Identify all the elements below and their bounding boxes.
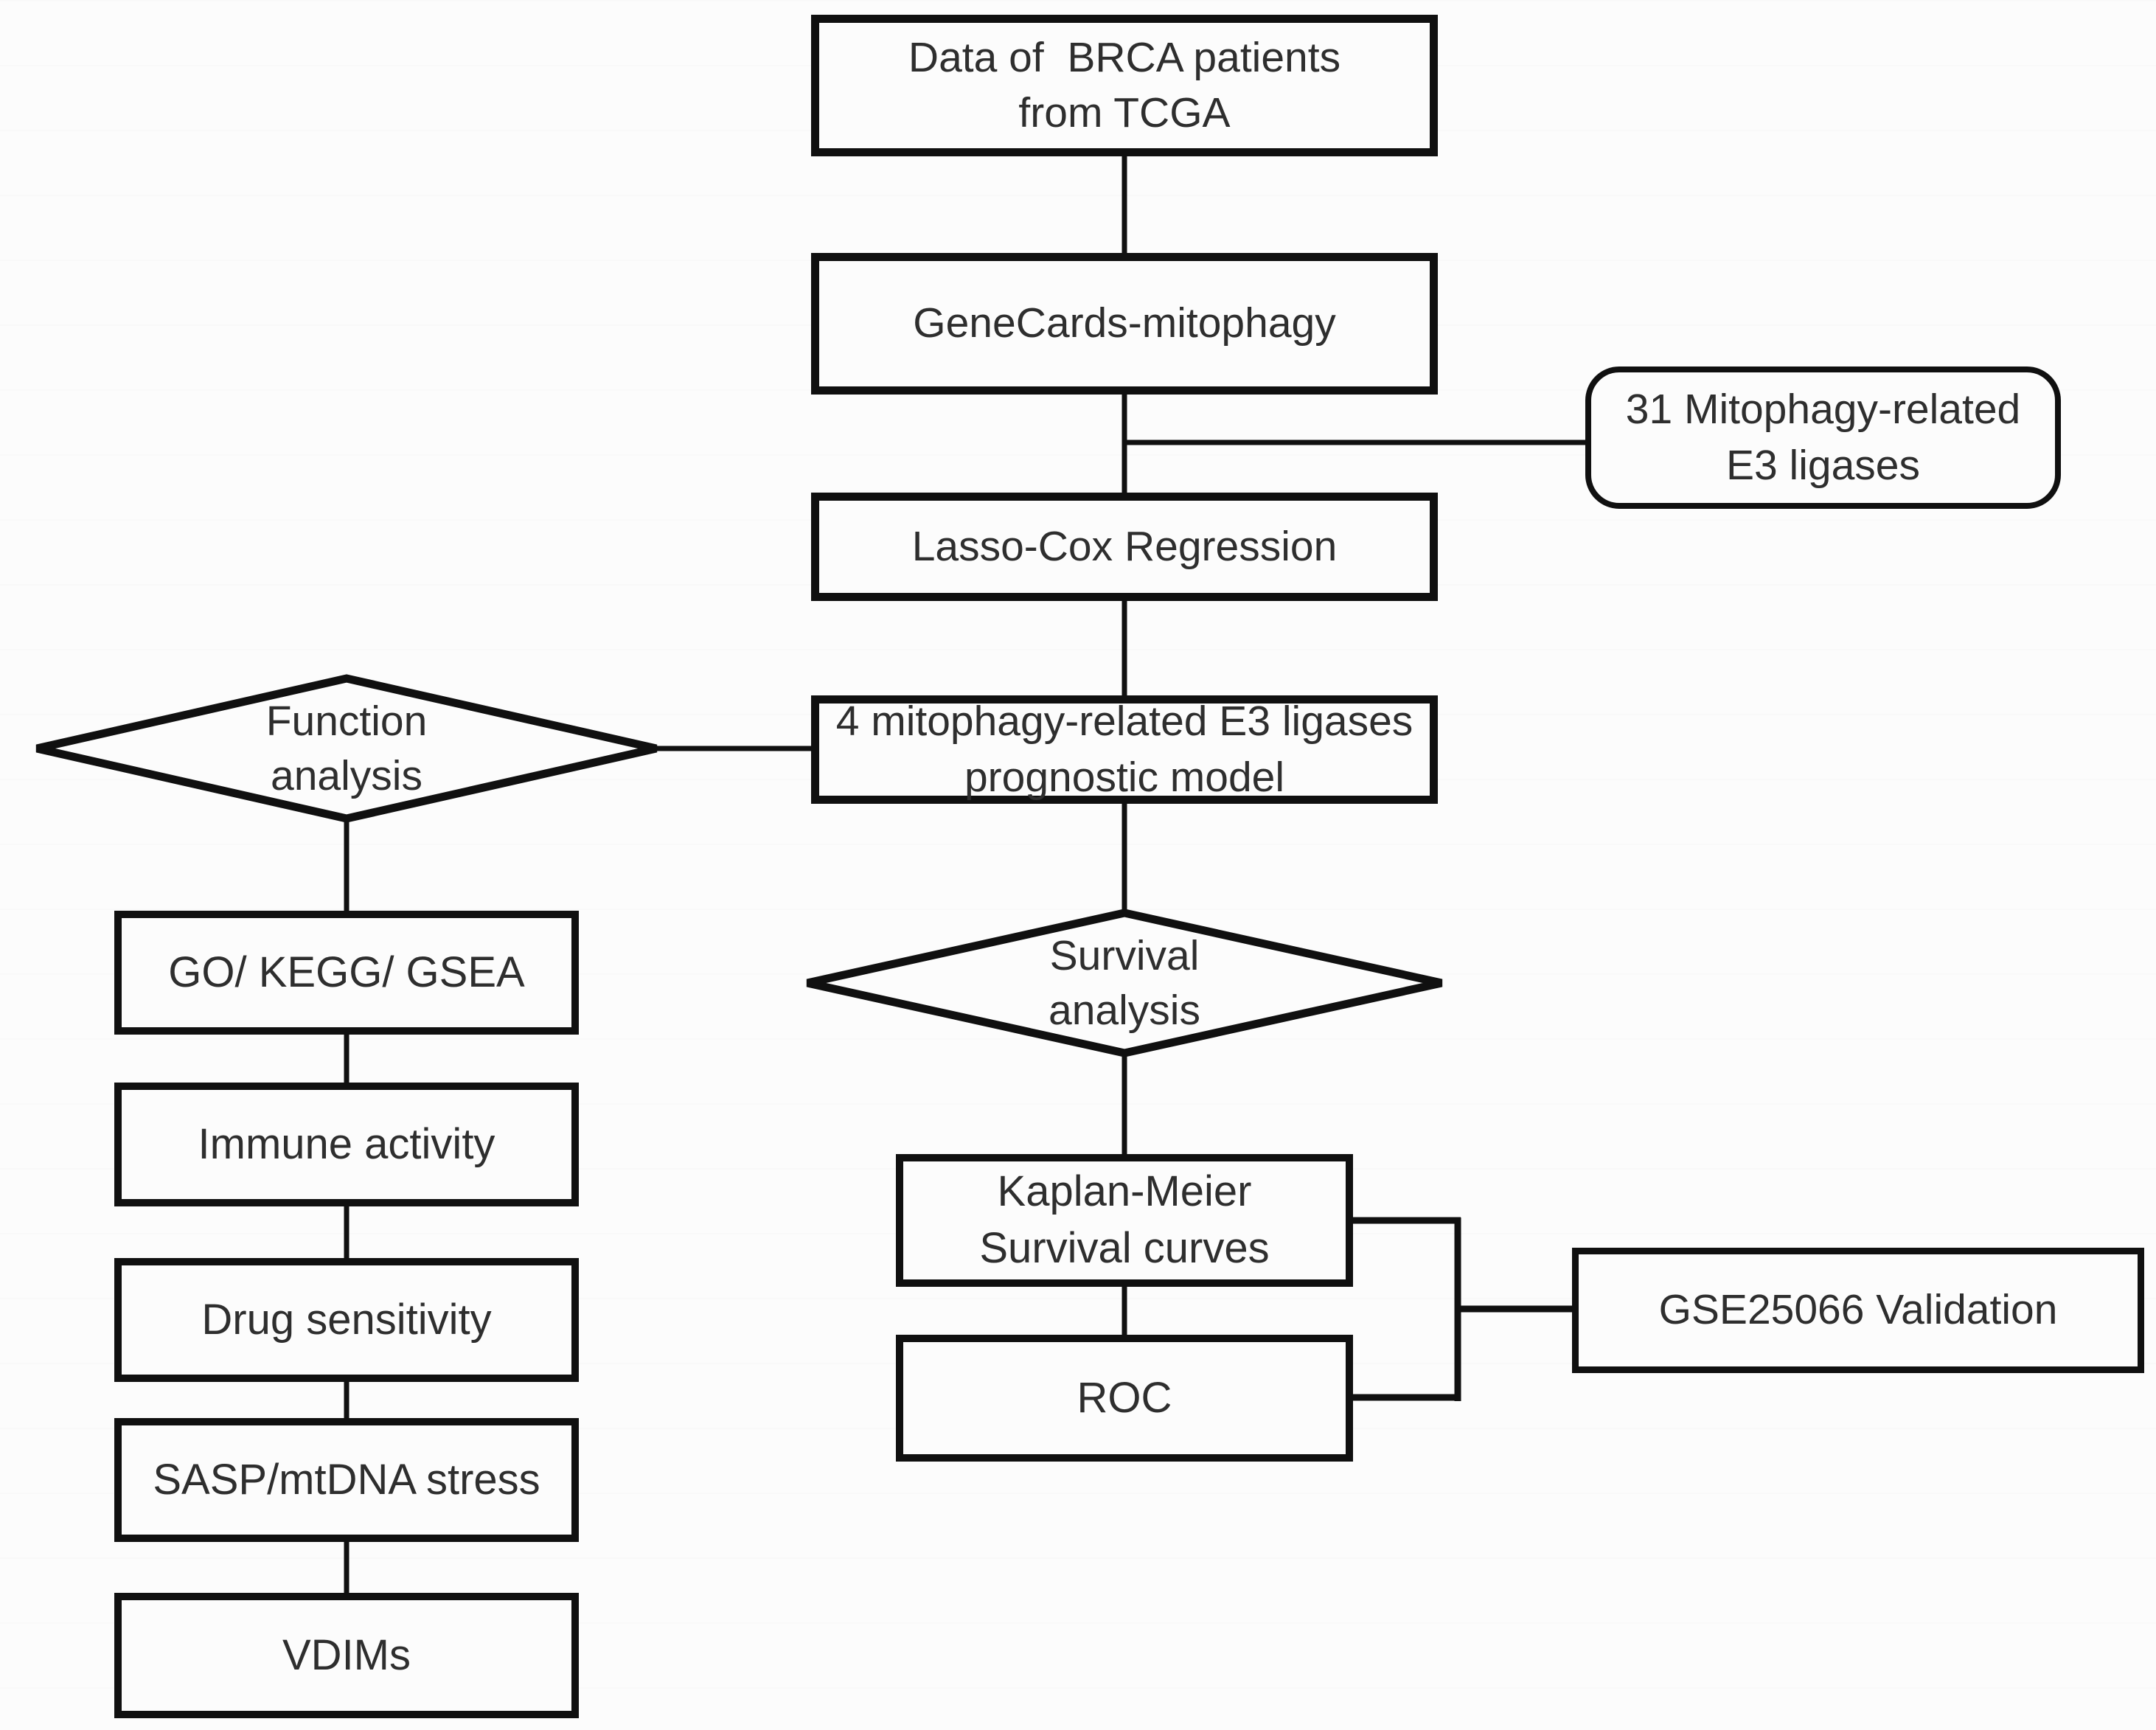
node-kaplan-meier: Kaplan-Meier Survival curves [896, 1154, 1353, 1287]
node-genecards-mitophagy-label: GeneCards-mitophagy [913, 299, 1336, 347]
node-prognostic-model-line2: prognostic model [964, 753, 1285, 801]
function-analysis-diamond [35, 674, 658, 823]
node-drug-sensitivity-label: Drug sensitivity [201, 1295, 492, 1344]
node-sasp-mtdna-stress: SASP/mtDNA stress [114, 1418, 579, 1542]
node-go-kegg-gsea: GO/ KEGG/ GSEA [114, 911, 579, 1035]
node-31-mitophagy-e3-ligases-line2: E3 ligases [1726, 441, 1920, 489]
node-brca-tcga-data-line2: from TCGA [1018, 89, 1231, 136]
survival-analysis-line2: analysis [1049, 987, 1200, 1034]
node-vdims: VDIMs [114, 1593, 579, 1718]
function-analysis-diamond-label: Function analysis [199, 697, 494, 800]
node-kaplan-meier-line1: Kaplan-Meier [997, 1167, 1252, 1216]
node-prognostic-model: 4 mitophagy-related E3 ligases prognosti… [811, 695, 1438, 804]
node-prognostic-model-line1: 4 mitophagy-related E3 ligases [835, 698, 1413, 746]
node-lasso-cox-regression: Lasso-Cox Regression [811, 493, 1438, 601]
node-roc-label: ROC [1077, 1373, 1172, 1422]
node-drug-sensitivity: Drug sensitivity [114, 1258, 579, 1382]
node-roc: ROC [896, 1335, 1353, 1462]
node-genecards-mitophagy: GeneCards-mitophagy [811, 253, 1438, 395]
function-analysis-line2: analysis [271, 752, 422, 799]
node-go-kegg-gsea-label: GO/ KEGG/ GSEA [168, 948, 525, 996]
node-lasso-cox-regression-label: Lasso-Cox Regression [911, 522, 1338, 570]
node-gse25066-validation-label: GSE25066 Validation [1658, 1286, 2058, 1334]
node-vdims-label: VDIMs [282, 1630, 411, 1679]
function-analysis-line1: Function [265, 697, 428, 745]
node-31-mitophagy-e3-ligases: 31 Mitophagy-related E3 ligases [1585, 367, 2061, 509]
node-sasp-mtdna-stress-label: SASP/mtDNA stress [153, 1455, 540, 1504]
node-31-mitophagy-e3-ligases-line1: 31 Mitophagy-related [1625, 386, 2021, 434]
survival-analysis-diamond [806, 909, 1443, 1057]
survival-analysis-diamond-label: Survival analysis [977, 931, 1272, 1035]
node-immune-activity-label: Immune activity [198, 1119, 495, 1168]
survival-analysis-line1: Survival [1049, 931, 1200, 979]
node-brca-tcga-data-line1: Data of BRCA patients [908, 33, 1341, 81]
node-brca-tcga-data: Data of BRCA patients from TCGA [811, 15, 1438, 156]
node-gse25066-validation: GSE25066 Validation [1572, 1248, 2144, 1373]
node-kaplan-meier-line2: Survival curves [979, 1224, 1270, 1272]
node-immune-activity: Immune activity [114, 1083, 579, 1206]
